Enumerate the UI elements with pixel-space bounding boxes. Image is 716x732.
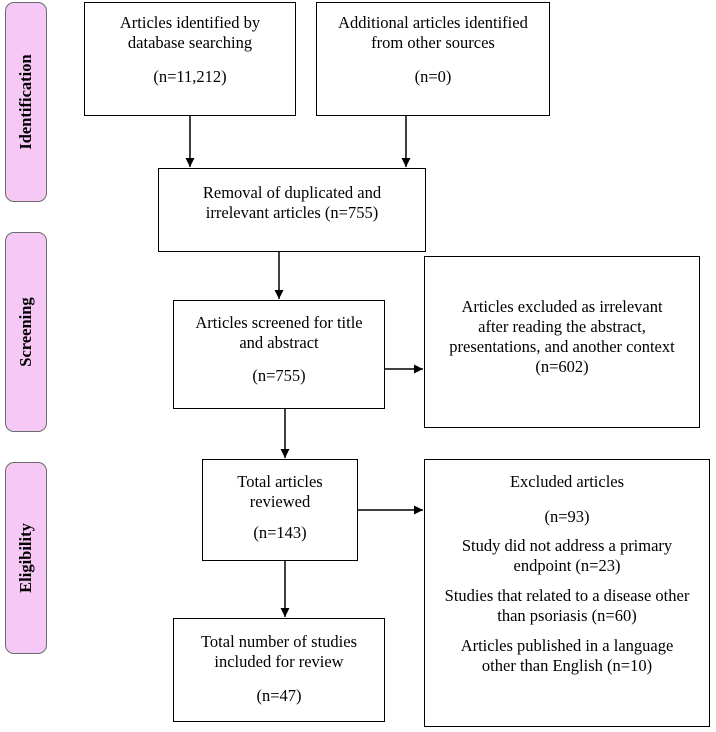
- box-reviewed-count: (n=143): [253, 523, 307, 542]
- box-database-search-count: (n=11,212): [153, 67, 227, 86]
- box-excluded-reason-primary-endpoint: Study did not address a primary endpoint…: [461, 536, 673, 575]
- box-excluded-title: Excluded articles: [509, 472, 625, 491]
- box-excluded-irrelevant-text: Articles excluded as irrelevant after re…: [449, 297, 675, 376]
- box-other-sources: Additional articles identified from othe…: [316, 2, 550, 116]
- phase-screening: Screening: [5, 232, 47, 432]
- box-screened: Articles screened for title and abstract…: [173, 300, 385, 409]
- box-screened-text: Articles screened for title and abstract: [195, 313, 363, 352]
- box-excluded-reason-language: Articles published in a language other t…: [460, 636, 674, 675]
- box-other-sources-count: (n=0): [414, 67, 452, 86]
- box-database-search-text: Articles identified by database searchin…: [119, 13, 261, 52]
- box-excluded-irrelevant: Articles excluded as irrelevant after re…: [424, 256, 700, 428]
- box-screened-count: (n=755): [252, 366, 306, 385]
- box-other-sources-text: Additional articles identified from othe…: [338, 13, 528, 52]
- box-removal: Removal of duplicated and irrelevant art…: [158, 168, 426, 252]
- box-excluded-articles: Excluded articles (n=93) Study did not a…: [424, 459, 710, 727]
- box-included-count: (n=47): [256, 686, 302, 705]
- box-excluded-count: (n=93): [544, 507, 590, 526]
- box-removal-text: Removal of duplicated and irrelevant art…: [202, 183, 382, 222]
- box-reviewed-text: Total articles reviewed: [237, 472, 323, 511]
- phase-identification: Identification: [5, 2, 47, 202]
- box-included: Total number of studies included for rev…: [173, 618, 385, 722]
- box-excluded-reason-other-disease: Studies that related to a disease other …: [444, 586, 690, 625]
- phase-eligibility: Eligibility: [5, 462, 47, 654]
- box-database-search: Articles identified by database searchin…: [84, 2, 296, 116]
- box-included-text: Total number of studies included for rev…: [200, 632, 358, 671]
- box-reviewed: Total articles reviewed (n=143): [202, 459, 358, 561]
